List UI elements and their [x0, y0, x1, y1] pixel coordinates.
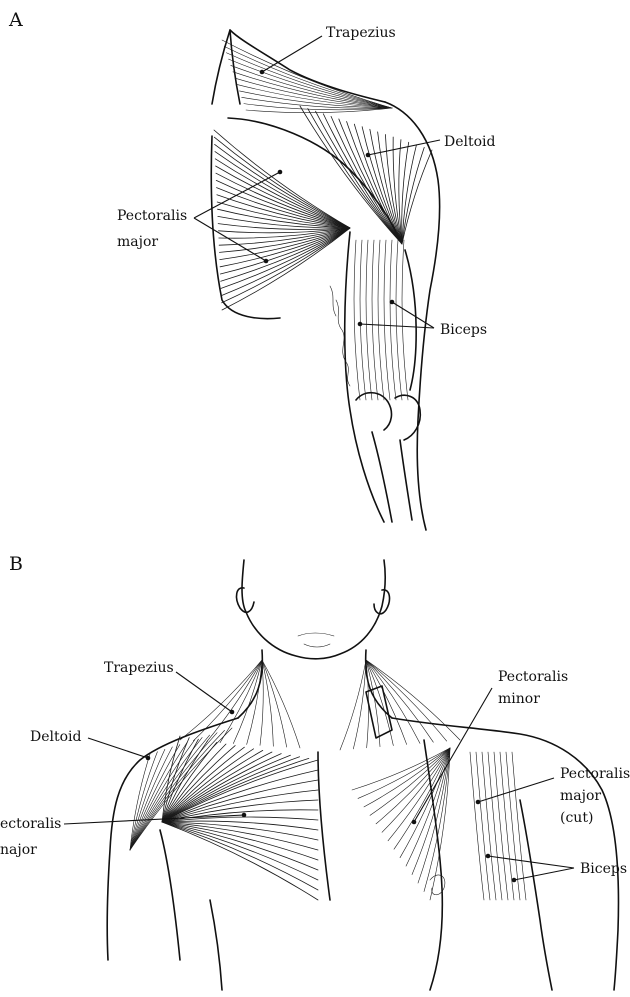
- muscle-fiber: [162, 822, 318, 870]
- panel-a-label-pectoralis-major-2: major: [117, 234, 158, 250]
- muscle-fiber: [353, 660, 366, 749]
- panel-a-muscle-fibers: [214, 40, 432, 400]
- panel-b-label-deltoid: Deltoid: [30, 729, 82, 745]
- panel-b-label-trapezius: Trapezius: [104, 660, 174, 676]
- muscle-fiber: [226, 53, 392, 108]
- panel-a-label-deltoid: Deltoid: [444, 134, 496, 150]
- muscle-fiber: [262, 660, 300, 748]
- muscle-fiber: [366, 240, 372, 400]
- muscle-fiber: [378, 240, 384, 400]
- panel-b-deltoid-leader: [88, 738, 150, 760]
- panel-b-torso-illustration: [107, 560, 618, 990]
- muscle-fiber: [494, 752, 508, 900]
- muscle-fiber: [262, 660, 273, 746]
- muscle-fiber: [384, 240, 390, 400]
- muscle-fiber: [207, 660, 262, 742]
- panel-a-trapezius-leader: [260, 36, 322, 74]
- panel-a-label-pectoralis-major-1: Pectoralis: [117, 208, 187, 224]
- panel-a: A: [8, 9, 496, 530]
- muscle-fiber: [162, 822, 318, 860]
- panel-b-muscle-fibers: [130, 660, 526, 900]
- muscle-fiber: [506, 752, 520, 900]
- panel-b-trapezius-leader: [176, 672, 234, 714]
- panel-b-pectoralis-minor-leader: [412, 688, 492, 824]
- panel-b-letter: B: [9, 553, 23, 575]
- panel-a-letter: A: [8, 9, 23, 31]
- muscle-fiber: [360, 240, 366, 400]
- panel-b-label-pectoralis-major-1: ectoralis: [0, 816, 61, 832]
- panel-b-label-pectoralis-major-cut-2: major: [560, 788, 601, 804]
- muscle-fiber: [488, 752, 502, 900]
- muscle-fiber: [235, 78, 392, 108]
- panel-b-pectoralis-major-leader: [64, 813, 246, 824]
- muscle-fiber: [500, 752, 514, 900]
- panel-a-pectoralis-leader: [194, 170, 282, 264]
- muscle-fiber: [233, 660, 262, 744]
- muscle-fiber: [180, 660, 262, 740]
- panel-a-label-trapezius: Trapezius: [326, 25, 396, 41]
- panel-b-label-pectoralis-minor-2: minor: [498, 691, 540, 707]
- panel-b-label-pectoralis-major-cut-3: (cut): [560, 810, 593, 826]
- muscle-fiber: [233, 72, 392, 108]
- muscle-fiber: [162, 822, 318, 850]
- panel-b-label-pectoralis-major-cut-1: Pectoralis: [560, 766, 630, 782]
- muscle-fiber: [390, 240, 396, 400]
- panel-b-label-pectoralis-minor-1: Pectoralis: [498, 669, 568, 685]
- muscle-fiber: [247, 660, 262, 744]
- muscle-fiber: [402, 240, 408, 400]
- muscle-fiber: [470, 752, 484, 900]
- muscle-fiber: [162, 757, 300, 822]
- muscle-fiber: [220, 660, 262, 743]
- muscle-fiber: [476, 752, 490, 900]
- muscle-fiber: [396, 240, 402, 400]
- muscle-fiber: [482, 752, 496, 900]
- panel-a-arm-illustration: [211, 30, 439, 530]
- panel-a-label-biceps: Biceps: [440, 322, 487, 338]
- muscle-fiber: [372, 240, 378, 400]
- panel-b-label-pectoralis-major-2: najor: [0, 842, 37, 858]
- muscle-fiber: [246, 108, 392, 113]
- muscle-fiber: [354, 240, 360, 400]
- panel-b: B: [0, 553, 630, 990]
- muscle-fiber: [262, 660, 287, 747]
- panel-b-label-biceps: Biceps: [580, 861, 627, 877]
- panel-b-pectoralis-major-cut-leader: [476, 778, 554, 804]
